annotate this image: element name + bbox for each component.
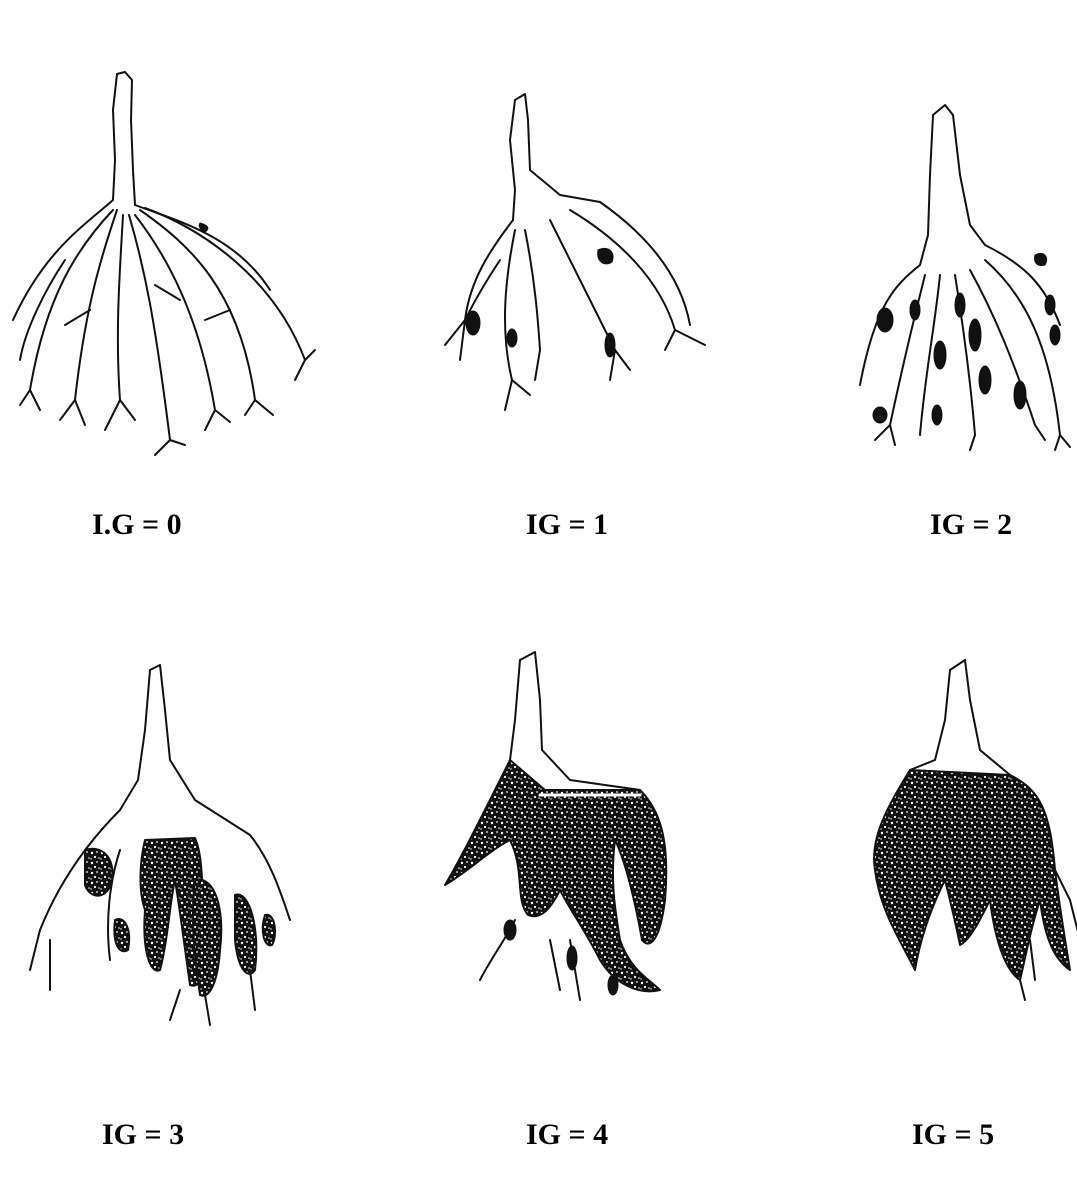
root-drawing-ig0 (5, 60, 325, 480)
panel-label-ig3: IG = 3 (102, 1118, 184, 1152)
root-drawing-ig3 (20, 650, 340, 1070)
panel-label-ig4: IG = 4 (526, 1118, 608, 1152)
panel-label-ig1: IG = 1 (526, 508, 608, 542)
panel-label-ig5: IG = 5 (912, 1118, 994, 1152)
root-drawing-ig1 (420, 80, 740, 500)
root-drawing-ig4 (420, 640, 740, 1060)
panel-label-ig0: I.G = 0 (92, 508, 182, 542)
root-drawing-ig5 (800, 640, 1077, 1060)
root-drawing-ig2 (815, 95, 1077, 515)
panel-label-ig2: IG = 2 (930, 508, 1012, 542)
